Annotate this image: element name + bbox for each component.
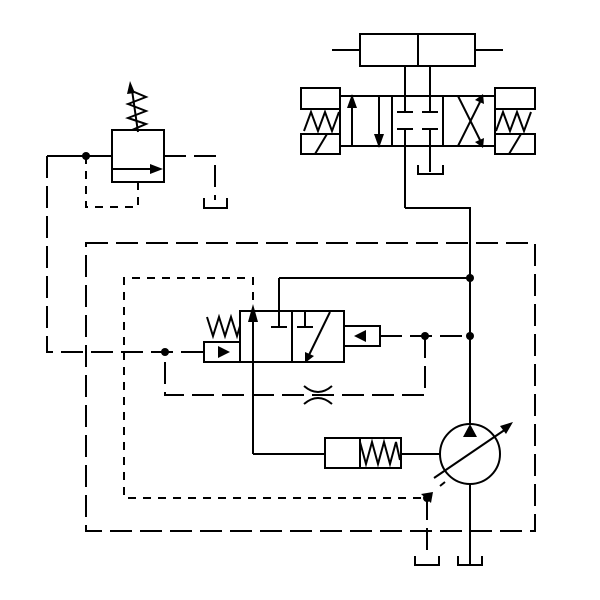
- pressure-line: [405, 207, 471, 425]
- compensator-valve: [164, 277, 470, 454]
- tank-icon: [203, 198, 228, 209]
- pump-assembly-boundary: [85, 242, 536, 532]
- drain-line: [123, 277, 427, 499]
- variable-pump: [433, 422, 513, 565]
- tank-icon: [417, 165, 444, 175]
- tank-icon: [414, 556, 440, 566]
- compensator-cylinder: [253, 437, 440, 469]
- pilot-line: [46, 156, 204, 353]
- relief-valve: [47, 81, 216, 208]
- cylinder: [332, 33, 503, 112]
- tank-icon: [457, 556, 483, 566]
- orifice-icon: [303, 385, 333, 405]
- directional-valve: [300, 87, 536, 208]
